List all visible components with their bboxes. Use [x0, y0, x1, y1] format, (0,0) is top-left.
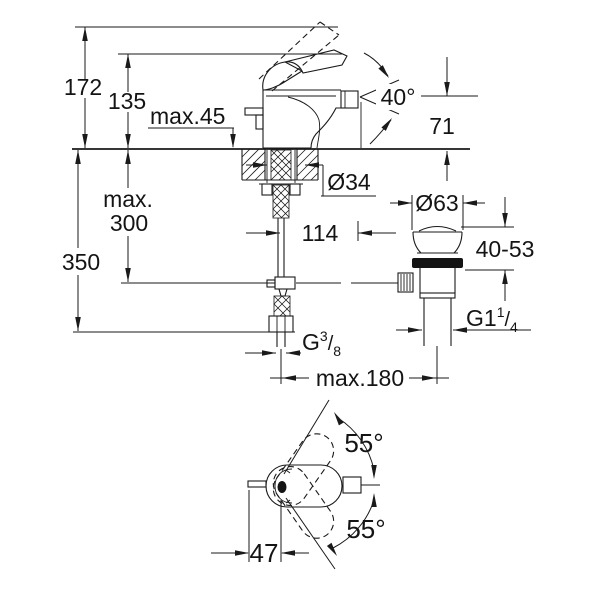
waste-body-ring: [419, 292, 456, 299]
dim-71-label: 71: [429, 113, 455, 139]
dim-max300-label-1: max.: [103, 186, 153, 212]
dim-max180-label: max.180: [316, 365, 404, 391]
dim-dia63-label: Ø63: [415, 190, 458, 216]
mounting-nut-right: [289, 183, 301, 196]
waste-gasket: [412, 258, 463, 268]
aerator-plan: [342, 476, 362, 494]
dim-4053-label: 40-53: [476, 236, 535, 262]
g38-slash: /: [328, 333, 334, 355]
deck-hatching: [241, 148, 319, 181]
aerator-nozzle: [340, 90, 359, 109]
view-elevation: 172 135 max.45 350 max. 30: [62, 21, 535, 391]
threaded-shank: [270, 149, 292, 181]
dim-172-label: 172: [64, 74, 102, 100]
g114-slash: /: [504, 309, 510, 331]
dimensions-elevation: 172 135 max.45 350 max. 30: [62, 27, 535, 391]
dim-47-label: 47: [250, 538, 279, 568]
waste-plug-dome: [418, 225, 457, 232]
g114-prefix: G1: [466, 305, 497, 331]
hose-connection-nut: [268, 315, 294, 333]
pop-up-rod-knob: [244, 107, 264, 130]
handle-swung-up-dashed: [272, 433, 335, 507]
mounting-and-hose: [259, 149, 398, 347]
dim-dia34-label: Ø34: [327, 169, 371, 195]
handle-swung-down-dashed: [272, 465, 335, 539]
g114-num: 1: [497, 304, 505, 320]
lever-handle-raised-dashed: [258, 21, 340, 92]
dim-g114-label: G11/4: [466, 304, 518, 335]
dimension-47: 47: [211, 490, 309, 568]
supply-hose-upper: [272, 184, 290, 219]
dim-40deg-label: 40°: [381, 84, 416, 110]
g38-prefix: G: [302, 329, 320, 355]
dim-350-label: 350: [62, 249, 100, 275]
dim-g38-label: G3/8: [302, 328, 341, 359]
mounting-nut-left: [261, 183, 273, 196]
faucet-body: [244, 21, 362, 149]
dim-135-label: 135: [108, 88, 146, 114]
pop-up-rod-plan: [247, 480, 267, 488]
dim-max300-label-2: 300: [110, 210, 148, 236]
g38-num: 3: [320, 328, 328, 344]
mounting-hole: [277, 481, 287, 493]
swivel-angle-indicator: 40°: [359, 52, 422, 145]
supply-hose-lower: [273, 295, 291, 317]
pop-up-waste: [397, 225, 463, 346]
faucet-body-plan: [247, 464, 380, 508]
swing-angle-indicators: 55° 55°: [283, 399, 386, 570]
dim-55deg-top-label: 55°: [344, 428, 383, 458]
view-plan: 55° 55° 47: [211, 399, 386, 570]
lever-handle: [262, 49, 348, 91]
dim-55deg-bottom-label: 55°: [346, 514, 385, 544]
dim-114-label: 114: [302, 220, 339, 246]
g114-den: 4: [510, 319, 518, 335]
dim-max45-label: max.45: [150, 103, 225, 129]
waste-actuator-knob: [397, 272, 414, 293]
rod-coupler: [266, 276, 296, 297]
g38-den: 8: [333, 343, 341, 359]
